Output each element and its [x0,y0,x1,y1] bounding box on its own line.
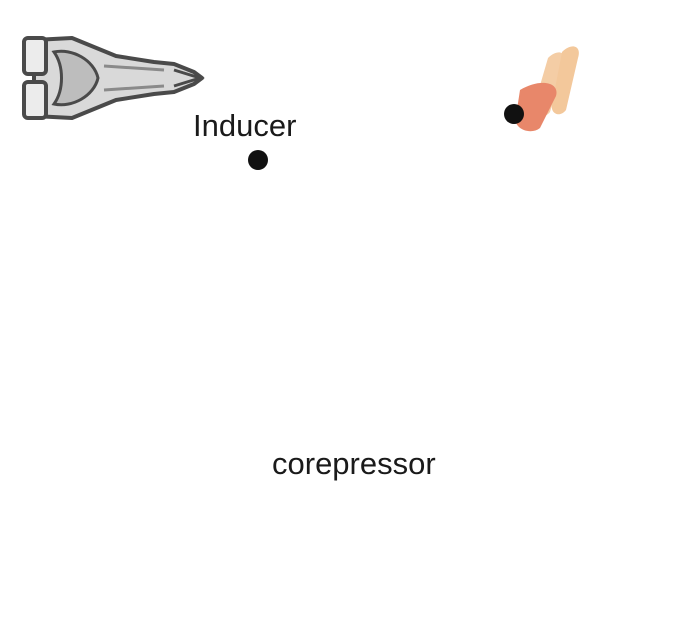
top-polymerase-free [22,36,204,120]
inducer-bound-ligand [504,104,524,124]
inducer-label: Inducer [193,108,297,143]
top-inducer-repressor-complex [504,46,579,132]
corepressor-label: corepressor [272,446,436,481]
top-inducer-ligand [248,150,268,170]
